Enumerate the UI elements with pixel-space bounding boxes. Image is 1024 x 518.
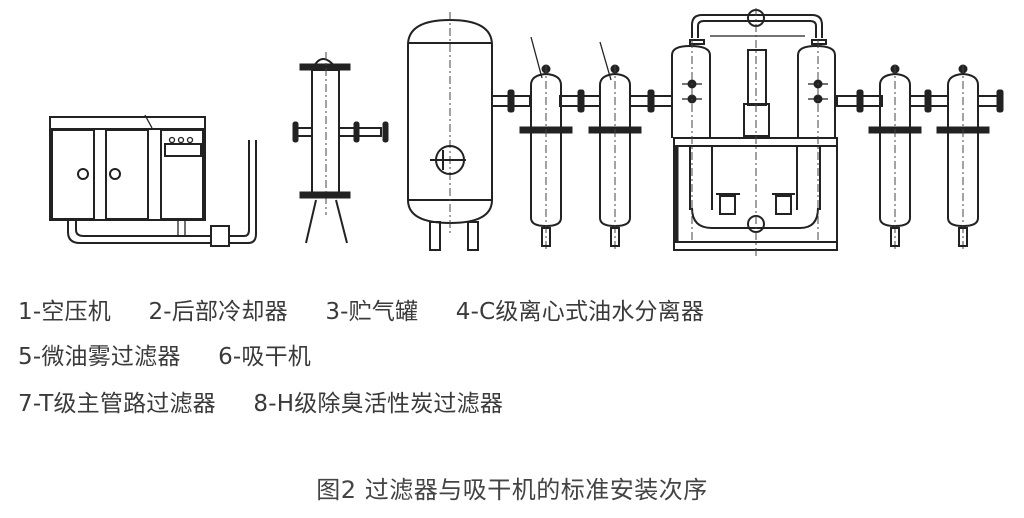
air-receiver-tank bbox=[407, 12, 493, 251]
adsorption-dryer bbox=[671, 8, 883, 258]
legend-item-3: 3-贮气罐 bbox=[325, 299, 419, 325]
legend-item-7: 7-T级主管路过滤器 bbox=[18, 391, 216, 417]
air-compressor bbox=[49, 114, 257, 247]
legend-item-8: 8-H级除臭活性炭过滤器 bbox=[253, 391, 504, 417]
legend-item-4: 4-C级离心式油水分离器 bbox=[455, 299, 705, 325]
oil-mist-filter bbox=[588, 41, 642, 250]
legend-row-1: 1-空压机 2-后部冷却器 3-贮气罐 4-C级离心式油水分离器 bbox=[18, 292, 734, 326]
aftercooler bbox=[292, 52, 389, 244]
figure-caption: 图2 过滤器与吸干机的标准安装次序 bbox=[316, 476, 708, 504]
centrifugal-separator bbox=[519, 36, 573, 250]
legend-item-1: 1-空压机 bbox=[18, 299, 111, 325]
activated-carbon-filter bbox=[936, 64, 1004, 250]
legend-item-5: 5-微油雾过滤器 bbox=[18, 344, 181, 370]
connecting-pipes bbox=[491, 89, 673, 113]
legend-item-6: 6-吸干机 bbox=[218, 344, 311, 370]
legend-item-2: 2-后部冷却器 bbox=[148, 299, 288, 325]
legend-row-2: 5-微油雾过滤器 6-吸干机 bbox=[18, 337, 341, 371]
equipment-diagram bbox=[49, 8, 1004, 258]
main-line-filter bbox=[868, 64, 949, 250]
legend-row-3: 7-T级主管路过滤器 8-H级除臭活性炭过滤器 bbox=[18, 384, 533, 418]
